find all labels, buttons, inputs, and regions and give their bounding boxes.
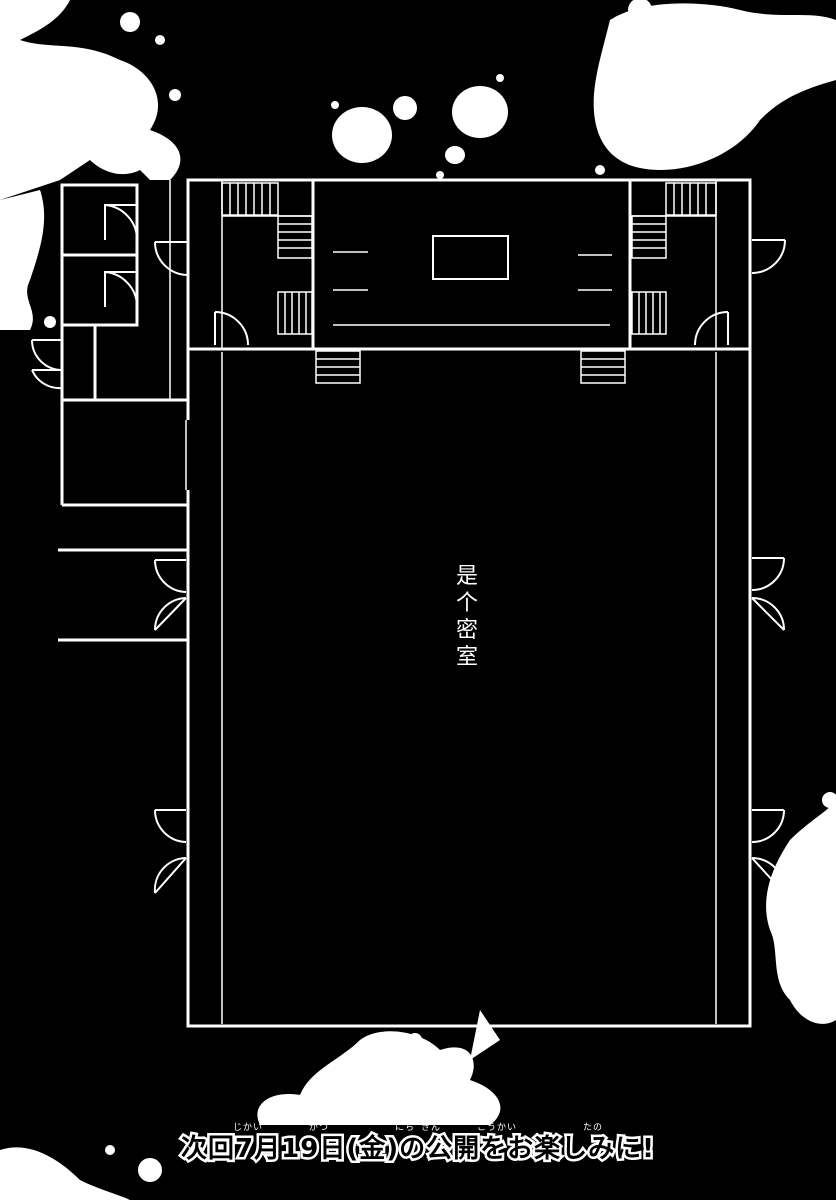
room-label-char: 密 (455, 618, 478, 643)
furigana: こうかい (477, 1123, 518, 1133)
room-label: 是 个 密 室 (452, 563, 482, 671)
furigana: がつ (308, 1123, 329, 1133)
floor-plan-walls (58, 178, 752, 1028)
next-release-announcement: 次回7月19日(金)の公開をお楽しみに! (179, 1132, 657, 1167)
doors (31, 204, 786, 894)
room-label-char: 室 (455, 645, 478, 670)
room-label-char: 个 (455, 591, 478, 616)
furigana: たの (583, 1123, 604, 1133)
furigana-line: じかい がつ にち きん こうかい たの (0, 1120, 836, 1133)
furigana: じかい (232, 1123, 263, 1133)
furigana: きん (421, 1123, 442, 1133)
furigana: にち (394, 1123, 415, 1133)
stairs (221, 182, 717, 384)
room-label-char: 是 (455, 564, 478, 589)
next-chapter-footer: じかい がつ にち きん こうかい たの 次回7月19日(金)の公開をお楽しみに… (0, 1120, 836, 1167)
